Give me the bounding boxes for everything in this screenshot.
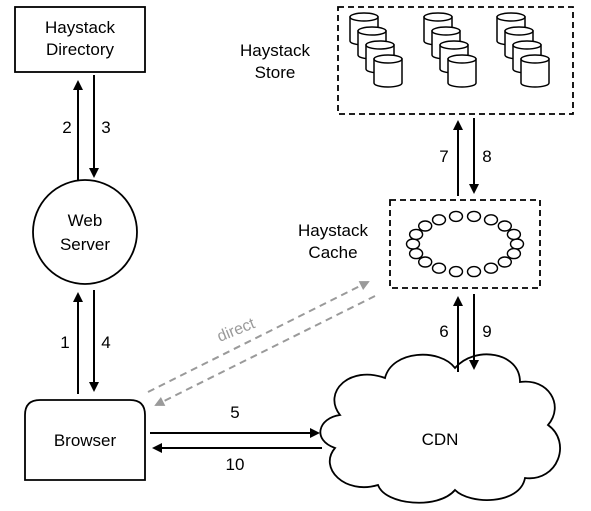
- haystack-cache-node: [389, 199, 541, 289]
- edge-5-label: 5: [230, 403, 239, 422]
- cache-ring-icon: [497, 220, 512, 232]
- web-server-label-line2: Server: [60, 235, 110, 254]
- cache-ring-icon: [418, 220, 433, 232]
- direct-label: direct: [215, 315, 258, 346]
- cache-ring-icon: [506, 228, 522, 241]
- direct-arrow-to-cache: [147, 281, 370, 393]
- cache-ring-icon: [448, 265, 464, 278]
- edge-10-label: 10: [226, 455, 245, 474]
- cache-ring-icon: [466, 265, 482, 278]
- directory-label-line1: Haystack: [45, 18, 115, 37]
- cache-ring-icon: [497, 256, 512, 268]
- edge-2-label: 2: [62, 118, 71, 137]
- cache-ring-icon: [408, 228, 424, 241]
- web-server-label-line1: Web: [68, 211, 103, 230]
- haystack-store-node: [337, 6, 574, 115]
- direct-arrow-to-browser: [154, 295, 376, 406]
- edge-3-label: 3: [101, 118, 110, 137]
- storage-cylinder-icon: [373, 54, 403, 88]
- cache-ring-icon: [483, 262, 499, 274]
- edge-6-label: 6: [439, 322, 448, 341]
- cache-ring-icon: [506, 247, 522, 260]
- cdn-cloud-node: CDN: [319, 353, 561, 504]
- browser-label: Browser: [54, 431, 117, 450]
- directory-label-line2: Directory: [46, 40, 115, 59]
- cache-ring-icon: [431, 262, 447, 274]
- storage-cylinder-icon: [520, 54, 550, 88]
- cache-label-line2: Cache: [308, 243, 357, 262]
- store-cylinder-group: [349, 12, 550, 88]
- storage-cylinder-icon: [447, 54, 477, 88]
- edge-7-label: 7: [439, 147, 448, 166]
- cache-ring-group: [405, 210, 525, 278]
- edge-8-label: 8: [482, 147, 491, 166]
- edge-4-label: 4: [101, 333, 110, 352]
- cache-ring-icon: [483, 214, 499, 226]
- cache-ring-icon: [509, 238, 525, 250]
- cache-ring-icon: [418, 256, 433, 268]
- edge-9-label: 9: [482, 322, 491, 341]
- store-label-line1: Haystack: [240, 41, 310, 60]
- web-server-node: Web Server: [32, 179, 138, 285]
- cache-ring-icon: [448, 210, 464, 223]
- browser-node: Browser: [24, 399, 146, 481]
- haystack-directory-node: Haystack Directory: [14, 6, 146, 73]
- edge-1-label: 1: [60, 333, 69, 352]
- cdn-label: CDN: [422, 430, 459, 449]
- cache-ring-icon: [405, 238, 421, 250]
- cache-label-line1: Haystack: [298, 221, 368, 240]
- cache-ring-icon: [431, 214, 447, 226]
- cache-ring-icon: [466, 210, 482, 223]
- cache-ring-icon: [408, 247, 424, 260]
- store-label-line2: Store: [255, 63, 296, 82]
